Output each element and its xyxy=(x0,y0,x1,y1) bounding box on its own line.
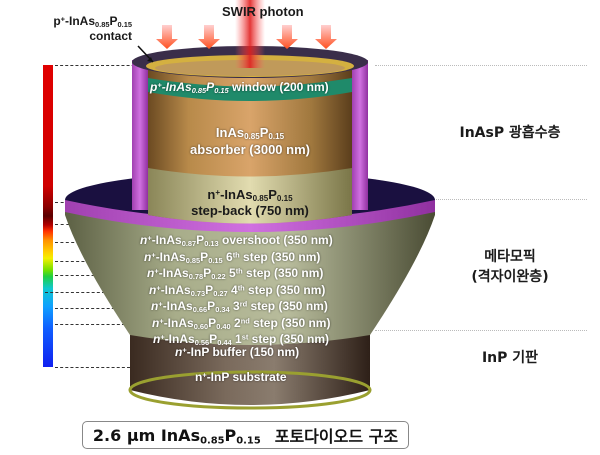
figure-caption: 2.6 µm InAs0.85P0.15 포토다이오드 구조 xyxy=(82,421,409,449)
buffer-layer-label: n+-InP buffer (150 nm) xyxy=(175,345,300,359)
dashed-guide xyxy=(55,308,120,309)
graded-layer-step1: n+-InAs0.56P0.44 1st step (350 nm) xyxy=(153,332,330,347)
graded-layer-step6: n+-InAs0.85P0.15 6th step (350 nm) xyxy=(144,249,321,265)
graded-layer-step2: n+-InAs0.60P0.40 2nd step (350 nm) xyxy=(152,315,331,331)
dashed-guide xyxy=(55,242,85,243)
region-label-substrate: InP 기판 xyxy=(481,350,539,366)
graded-layer-overshoot: n+-InAs0.87P0.13 overshoot (350 nm) xyxy=(140,233,333,248)
caption-korean: 포토다이오드 구조 xyxy=(274,427,399,446)
separator-middle xyxy=(375,199,587,200)
separator-bottom xyxy=(375,330,587,331)
dashed-guide-bottom xyxy=(55,367,130,368)
stepback-layer-label: n+-InAs0.85P0.15 step-back (750 nm) xyxy=(191,187,309,218)
dashed-guide xyxy=(45,292,105,293)
substrate-layer-label: n+-InP substrate xyxy=(195,370,287,384)
dashed-guide xyxy=(55,324,125,325)
dashed-guide xyxy=(55,275,105,276)
composition-color-bar xyxy=(43,65,53,367)
contact-label: p+-InAs0.85P0.15 contact xyxy=(53,14,132,43)
swir-photon-label: SWIR photon xyxy=(222,4,304,19)
absorber-layer-label: InAs0.85P0.15 absorber (3000 nm) xyxy=(190,125,310,157)
window-layer-label: p+-InAs0.85P0.15 window (200 nm) xyxy=(150,80,329,95)
caption-formula: 2.6 µm InAs0.85P0.15 xyxy=(92,425,261,446)
dashed-guide xyxy=(55,224,75,225)
dashed-guide xyxy=(55,261,95,262)
dashed-guide-top xyxy=(55,65,150,66)
separator-top xyxy=(375,65,587,66)
region-label-absorber: InAsP 광흡수층 xyxy=(459,125,561,141)
region-label-metamorphic: 메타모픽(격자이완층) xyxy=(471,249,549,285)
graded-layer-step3: n+-InAs0.66P0.34 3rd step (350 nm) xyxy=(151,299,328,314)
graded-layer-step5: n+-InAs0.78P0.22 5th step (350 nm) xyxy=(147,266,324,281)
graded-layer-step4: n+-InAs0.73P0.27 4th step (350 nm) xyxy=(149,282,326,298)
graded-layers-list: n+-InAs0.87P0.13 overshoot (350 nm) n+-I… xyxy=(140,232,380,348)
